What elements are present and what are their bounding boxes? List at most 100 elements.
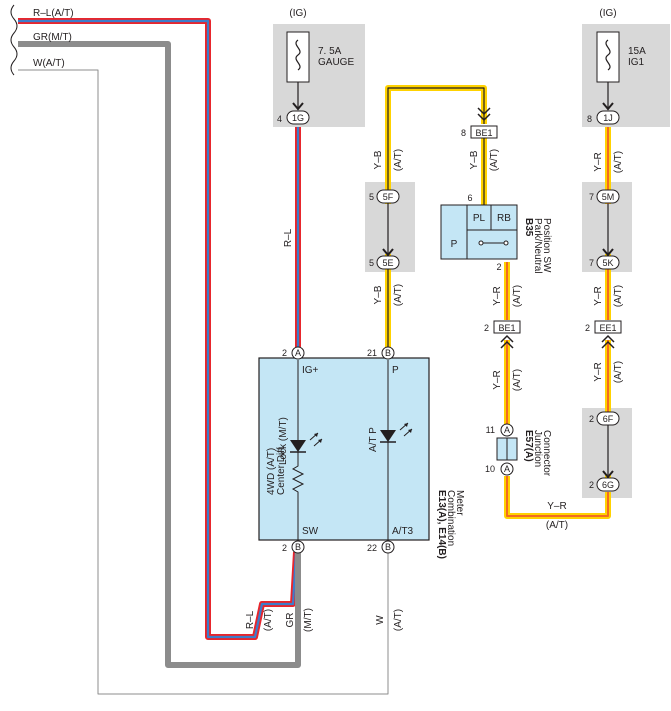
svg-text:5F: 5F bbox=[383, 192, 394, 202]
svg-text:Y–B: Y–B bbox=[373, 285, 384, 304]
svg-text:6G: 6G bbox=[602, 480, 614, 490]
svg-text:(A/T): (A/T) bbox=[489, 149, 500, 171]
lamp2-label: A/T P bbox=[368, 427, 379, 452]
svg-text:Y–R: Y–R bbox=[593, 362, 604, 381]
svg-text:Y–B: Y–B bbox=[373, 150, 384, 169]
svg-text:5: 5 bbox=[369, 258, 374, 268]
junction-name2: Connector bbox=[541, 430, 552, 477]
svg-text:A: A bbox=[295, 348, 301, 358]
svg-text:2: 2 bbox=[585, 323, 590, 333]
svg-text:P: P bbox=[392, 365, 399, 376]
pn-cell-p: P bbox=[451, 239, 458, 250]
svg-text:(M/T): (M/T) bbox=[303, 608, 314, 632]
svg-text:2: 2 bbox=[282, 348, 287, 358]
junction-connector: 11 A A 10 E57(A) Junction Connector bbox=[485, 423, 552, 477]
svg-text:2: 2 bbox=[589, 414, 594, 424]
svg-text:6: 6 bbox=[467, 193, 472, 203]
connector-5e: 5 5E bbox=[369, 255, 400, 270]
svg-text:A/T3: A/T3 bbox=[392, 526, 414, 537]
svg-text:5M: 5M bbox=[602, 192, 615, 202]
svg-text:1J: 1J bbox=[603, 113, 613, 123]
svg-text:Y–R: Y–R bbox=[593, 286, 604, 305]
svg-text:A: A bbox=[504, 425, 510, 435]
svg-text:1G: 1G bbox=[292, 113, 304, 123]
svg-text:7: 7 bbox=[589, 258, 594, 268]
svg-text:11: 11 bbox=[486, 425, 495, 435]
connector-6g: 2 6G bbox=[589, 477, 620, 492]
svg-text:BE1: BE1 bbox=[475, 128, 492, 138]
svg-text:2: 2 bbox=[484, 323, 489, 333]
svg-text:A: A bbox=[504, 464, 510, 474]
connector-5k: 7 5K bbox=[589, 255, 620, 270]
svg-text:7: 7 bbox=[589, 192, 594, 202]
combination-meter: 2 A 21 B 2 B 22 B IG+ P SW A/T3 bbox=[258, 346, 465, 559]
svg-text:Y–R: Y–R bbox=[492, 370, 503, 389]
svg-text:2: 2 bbox=[496, 262, 501, 272]
connector-6f: 2 6F bbox=[589, 411, 620, 426]
svg-text:Y–R: Y–R bbox=[593, 152, 604, 171]
fuse-gauge-supply: (IG) bbox=[289, 8, 306, 19]
left-wire-label-w: W(A/T) bbox=[33, 58, 65, 69]
pn-cell-pl: PL bbox=[473, 213, 486, 224]
fuse-gauge-rating: 7. 5A bbox=[318, 46, 342, 57]
svg-text:Y–R: Y–R bbox=[492, 286, 503, 305]
svg-text:SW: SW bbox=[302, 526, 319, 537]
svg-text:B: B bbox=[295, 542, 301, 552]
meter-name2: Meter bbox=[454, 490, 465, 516]
fuse-ig1-supply: (IG) bbox=[599, 8, 616, 19]
svg-text:21: 21 bbox=[367, 348, 377, 358]
lamp1-line3: Lock (M/T) bbox=[278, 417, 289, 465]
lamp1-line1: 4WD (A/T) bbox=[266, 448, 277, 495]
left-wire-label-gr: GR(M/T) bbox=[33, 32, 72, 43]
svg-text:W: W bbox=[375, 615, 386, 625]
svg-text:(A/T): (A/T) bbox=[393, 284, 404, 306]
svg-text:2: 2 bbox=[589, 480, 594, 490]
fuse-ig1: (IG) 15A IG1 bbox=[596, 8, 646, 110]
svg-text:4: 4 bbox=[277, 114, 282, 124]
meter-code: E13(A), E14(B) bbox=[436, 490, 447, 559]
svg-text:5: 5 bbox=[369, 192, 374, 202]
svg-text:B: B bbox=[385, 542, 391, 552]
svg-text:8: 8 bbox=[587, 114, 592, 124]
svg-text:5E: 5E bbox=[382, 258, 393, 268]
svg-text:(A/T): (A/T) bbox=[512, 285, 523, 307]
svg-text:(A/T): (A/T) bbox=[613, 285, 624, 307]
svg-text:8: 8 bbox=[461, 128, 466, 138]
wire-r-l bbox=[18, 18, 299, 640]
meter-name1: Combination bbox=[445, 490, 456, 546]
connector-1j: 8 1J bbox=[587, 110, 620, 125]
connector-5m: 7 5M bbox=[589, 189, 620, 204]
svg-text:BE1: BE1 bbox=[498, 323, 515, 333]
svg-text:R–L: R–L bbox=[245, 610, 256, 629]
svg-text:(A/T): (A/T) bbox=[393, 149, 404, 171]
lamp1-line2: Center Diff. bbox=[276, 445, 287, 495]
svg-text:(A/T): (A/T) bbox=[512, 369, 523, 391]
pn-switch-code: B35 bbox=[523, 218, 534, 237]
wire-gr bbox=[18, 41, 301, 668]
svg-text:IG+: IG+ bbox=[302, 365, 319, 376]
svg-text:(A/T): (A/T) bbox=[393, 609, 404, 631]
pn-switch-name2: Position SW bbox=[541, 218, 552, 273]
svg-text:(A/T): (A/T) bbox=[613, 361, 624, 383]
wire-break-marks bbox=[10, 4, 18, 76]
svg-text:5K: 5K bbox=[602, 258, 613, 268]
svg-text:(A/T): (A/T) bbox=[263, 609, 274, 631]
connector-be1-top: 8 BE1 bbox=[461, 107, 498, 139]
wire-w bbox=[18, 69, 389, 695]
svg-text:22: 22 bbox=[367, 543, 377, 553]
connector-be1-mid: 2 BE1 bbox=[484, 320, 521, 349]
wire-label-rl-vert: R–L bbox=[283, 228, 294, 247]
junction-code: E57(A) bbox=[523, 430, 534, 462]
fuse-ig1-name: IG1 bbox=[628, 57, 645, 68]
connector-5f: 5 5F bbox=[369, 189, 400, 204]
left-wire-label-rl: R–L(A/T) bbox=[33, 8, 74, 19]
wire-label-yr-bottom: Y–R bbox=[547, 501, 566, 512]
svg-text:6F: 6F bbox=[603, 414, 614, 424]
svg-text:EE1: EE1 bbox=[599, 323, 616, 333]
wire-label-yr-bottom-variant: (A/T) bbox=[546, 520, 568, 531]
connector-ee1: 2 EE1 bbox=[585, 320, 622, 349]
fuse-gauge: (IG) 7. 5A GAUGE bbox=[286, 8, 354, 110]
svg-text:GR: GR bbox=[285, 613, 296, 628]
fuse-ig1-rating: 15A bbox=[628, 46, 646, 57]
